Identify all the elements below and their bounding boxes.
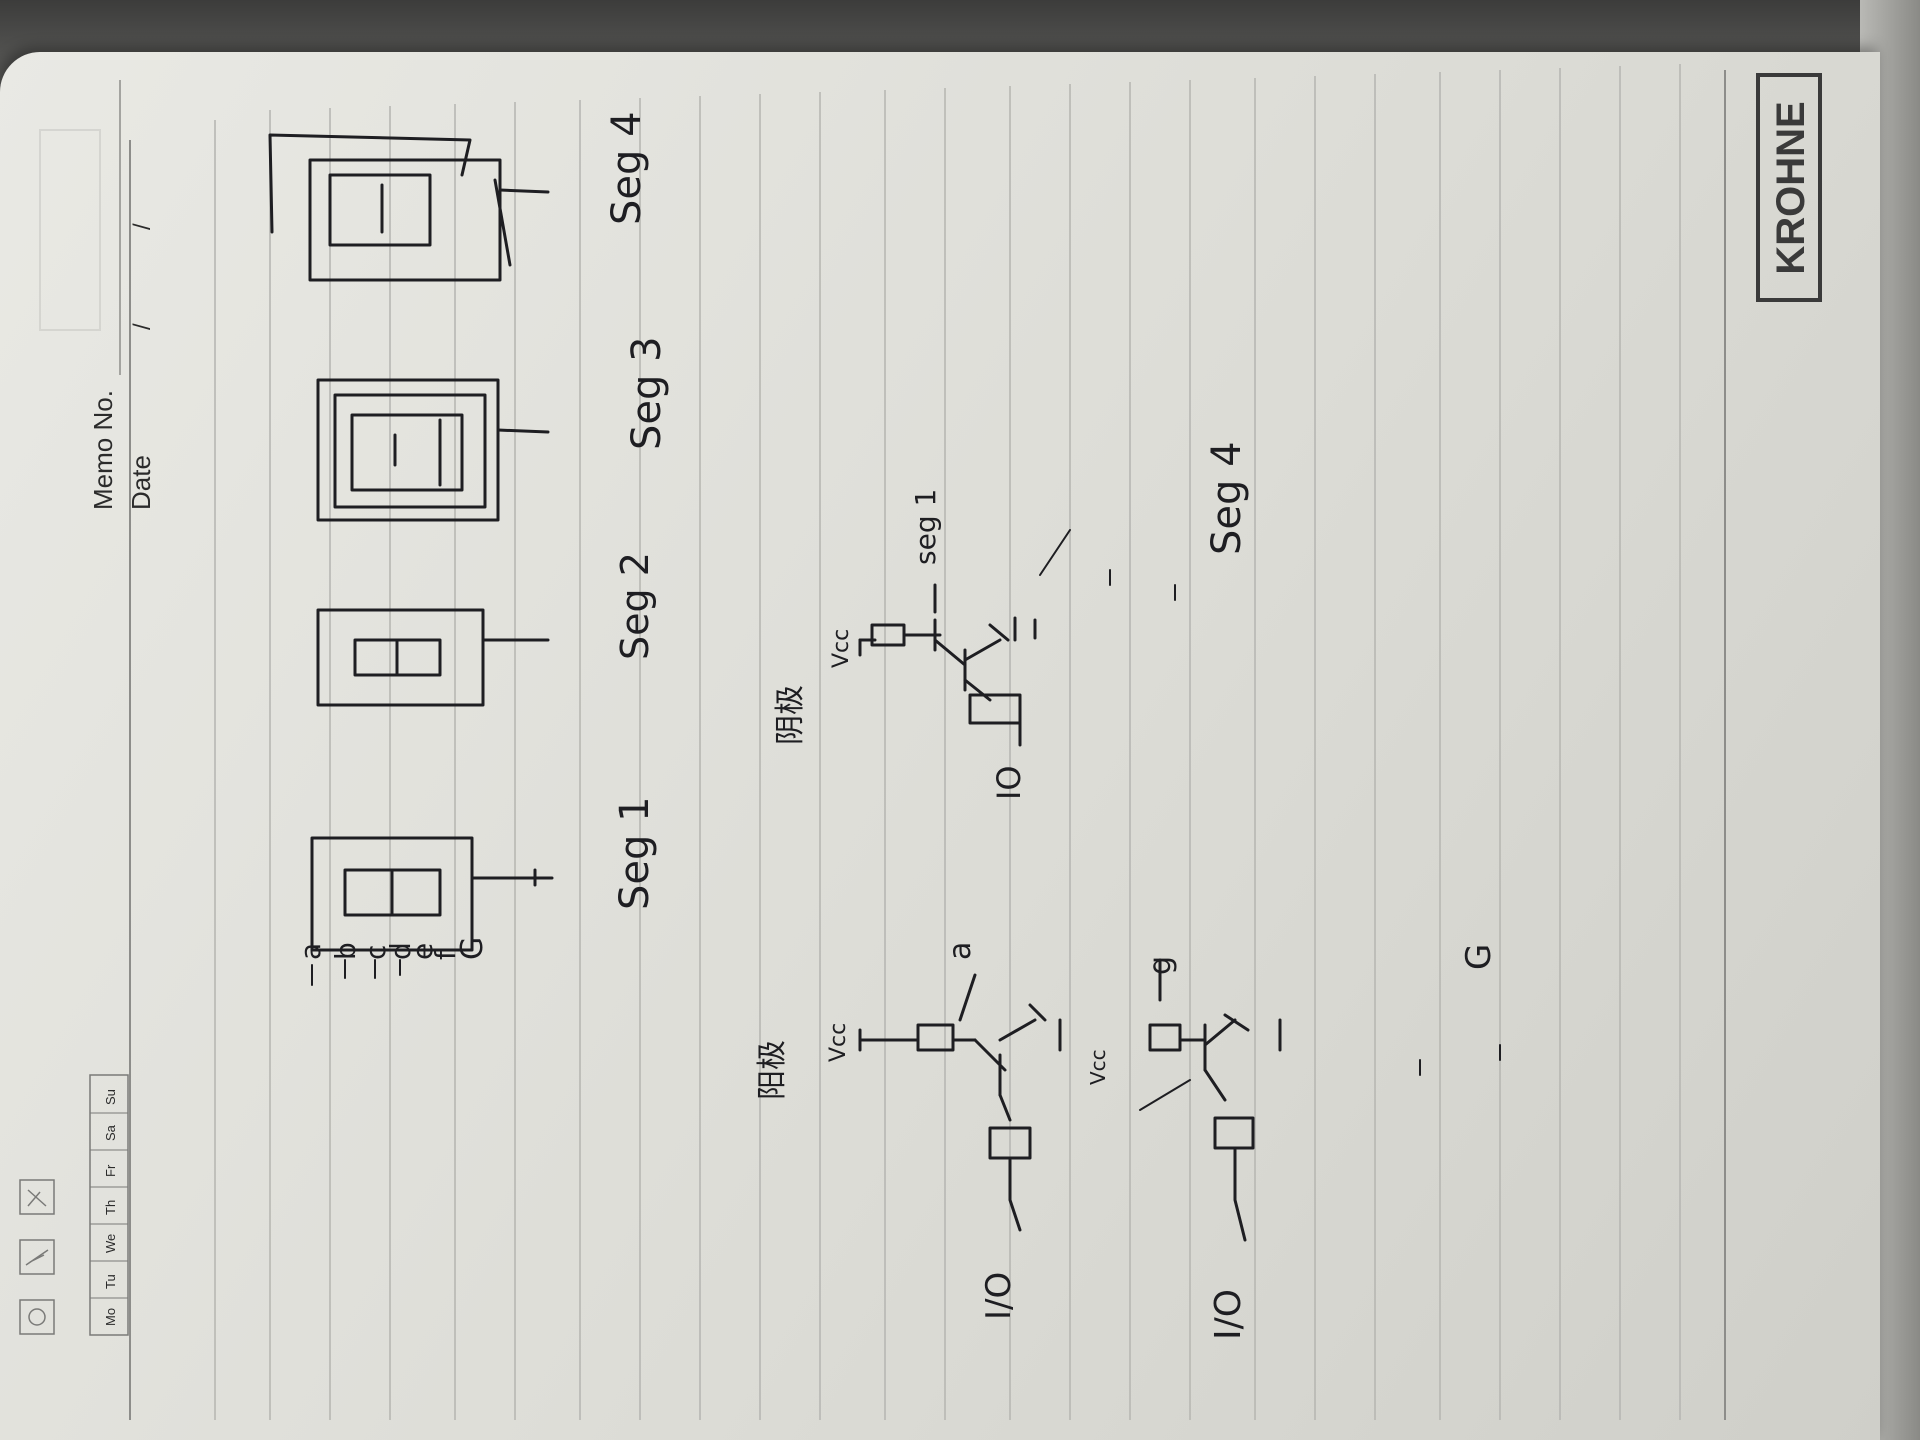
day-su: Su (103, 1089, 118, 1105)
day-sa: Sa (103, 1124, 118, 1141)
day-fr: Fr (103, 1164, 118, 1177)
pin-a: a (294, 943, 327, 960)
memo-no-label: Memo No. (88, 390, 118, 510)
circuit-bottom: g Vcc I/O Seg 4 G (1086, 441, 1501, 1340)
pin-e: e (406, 943, 439, 960)
day-mo: Mo (103, 1308, 118, 1326)
seg1-label: Seg 1 (612, 796, 658, 910)
circuit-left: 阳极 Vcc a I/O (755, 942, 1062, 1320)
seg2-display (316, 608, 550, 707)
circuit-left-vcc: Vcc (826, 1023, 851, 1062)
circuit-middle-title: 阴极 (773, 685, 808, 745)
notebook-page (0, 52, 1880, 1440)
pin-f: f (429, 949, 462, 960)
ghost-imprint (39, 129, 101, 331)
umbrella-icon (19, 1179, 55, 1215)
circuit-middle: 阴极 Vcc seg 1 IO (773, 489, 1071, 800)
circuit-left-pin-out: a (943, 942, 978, 960)
pin-g: G (455, 937, 490, 960)
circuit-middle-vcc: Vcc (829, 629, 854, 668)
krohne-logo: KROHNE (1756, 73, 1822, 302)
pin-g-label: G (1459, 944, 1499, 970)
svg-text:KROHNE: KROHNE (1769, 101, 1813, 274)
circuit-middle-seg-out: seg 1 (909, 489, 942, 565)
day-grid: Mo Tu We Th Fr Sa Su (89, 1074, 129, 1336)
cloud-icon (19, 1239, 55, 1275)
pin-c: c (359, 945, 392, 960)
date-label: Date (126, 455, 156, 510)
weather-icons (19, 1179, 55, 1335)
circuit-middle-io: IO (990, 765, 1028, 800)
date-separator-2: / (129, 223, 156, 230)
day-th: Th (103, 1200, 118, 1215)
seg4-top-label: Seg 4 (604, 111, 650, 225)
circuit-left-title: 阳极 (755, 1040, 790, 1100)
pin-labels: a b c d e f G (294, 937, 490, 986)
day-tu: Tu (103, 1274, 118, 1289)
seg2-label: Seg 2 (613, 552, 657, 660)
seg4-label: Seg 4 (1204, 441, 1250, 555)
day-we: We (103, 1234, 118, 1253)
seg3-display (316, 378, 550, 522)
pin-b: b (329, 942, 362, 960)
circuit-bottom-io: I/O (1208, 1289, 1249, 1340)
sun-icon (19, 1299, 55, 1335)
circuit-left-io: I/O (979, 1272, 1019, 1320)
seg1-display (310, 836, 554, 952)
seg4-display (268, 133, 550, 282)
ruled-lines (129, 64, 1726, 1420)
date-separator-1: / (129, 323, 156, 330)
pin-d: d (384, 942, 417, 960)
circuit-bottom-vcc: Vcc (1086, 1049, 1110, 1085)
seg3-label: Seg 3 (624, 336, 670, 450)
